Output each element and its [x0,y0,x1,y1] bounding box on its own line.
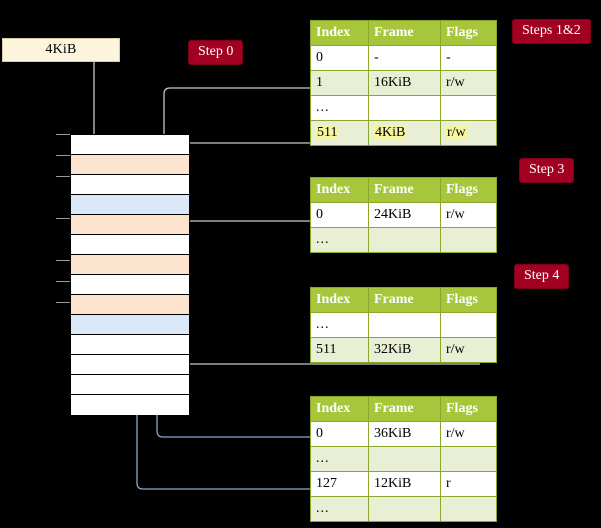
cell-index: 511 [310,337,369,363]
table-row: ... [310,496,497,522]
cell-index: 127 [310,471,369,497]
table-row: ... [310,312,497,338]
cell-frame [368,312,441,338]
memory-frame-row [71,315,189,335]
table-row: ... [310,95,497,121]
physical-memory-grid [70,134,190,415]
column-header-flags: Flags [440,396,497,422]
memory-frame-row [71,135,189,155]
memory-frame-row [71,295,189,315]
cell-index: 1 [310,70,369,96]
table-row: ... [310,446,497,472]
memory-frame-row [71,195,189,215]
cell-index: ... [310,95,369,121]
cell-flags: r/w [440,421,497,447]
column-header-index: Index [310,20,369,46]
cell-flags [440,312,497,338]
grid-tick-mark [56,155,70,156]
cell-index: 0 [310,45,369,71]
grid-tick-mark [56,134,70,135]
cell-flags: r/w [440,70,497,96]
cell-index: 511 [310,120,369,146]
badge-step-0: Step 0 [188,40,244,65]
grid-tick-mark [56,176,70,177]
memory-frame-row [71,155,189,175]
cell-frame [368,446,441,472]
cell-index: ... [310,446,369,472]
memory-frame-row [71,235,189,255]
cell-frame [368,496,441,522]
badge-step-4-label: Step 4 [524,268,560,283]
memory-frame-row [71,275,189,295]
cell-frame [368,227,441,253]
grid-tick-mark [56,281,70,282]
cell-index: ... [310,496,369,522]
cell-frame: 12KiB [368,471,441,497]
memory-frame-row [71,215,189,235]
memory-frame-row [71,355,189,375]
memory-frame-row [71,335,189,355]
cell-flags: r [440,471,497,497]
badge-step-0-label: Step 0 [198,44,234,59]
cell-index: 0 [310,202,369,228]
grid-tick-mark [56,302,70,303]
cell-flags [440,95,497,121]
column-header-flags: Flags [440,287,497,313]
cell-frame: 16KiB [368,70,441,96]
badge-steps-1and2: Steps 1&2 [512,19,591,44]
table-row: 0-- [310,45,497,71]
badge-steps-1and2-label: Steps 1&2 [522,23,581,38]
badge-step-3-label: Step 3 [529,162,565,177]
memory-frame-row [71,175,189,195]
cell-flags: - [440,45,497,71]
cell-frame: 32KiB [368,337,441,363]
badge-step-3: Step 3 [519,158,575,183]
column-header-frame: Frame [368,177,441,203]
grid-tick-mark [56,218,70,219]
memory-frame-row [71,395,189,415]
badge-step-4: Step 4 [514,264,570,289]
table-row: ... [310,227,497,253]
source-frame-box: 4KiB [2,38,120,62]
cell-index: ... [310,227,369,253]
source-frame-label: 4KiB [45,42,77,57]
cell-frame: 4KiB [368,120,441,146]
column-header-flags: Flags [440,20,497,46]
memory-frame-row [71,255,189,275]
column-header-frame: Frame [368,287,441,313]
column-header-frame: Frame [368,396,441,422]
cell-flags: r/w [440,202,497,228]
column-header-index: Index [310,396,369,422]
column-header-index: Index [310,287,369,313]
memory-frame-row [71,375,189,395]
cell-frame: 36KiB [368,421,441,447]
cell-flags: r/w [440,120,497,146]
cell-frame [368,95,441,121]
cell-flags [440,227,497,253]
cell-flags [440,446,497,472]
column-header-index: Index [310,177,369,203]
column-header-frame: Frame [368,20,441,46]
cell-index: 0 [310,421,369,447]
grid-tick-mark [56,260,70,261]
cell-flags: r/w [440,337,497,363]
cell-index: ... [310,312,369,338]
column-header-flags: Flags [440,177,497,203]
cell-flags [440,496,497,522]
cell-frame: 24KiB [368,202,441,228]
cell-frame: - [368,45,441,71]
